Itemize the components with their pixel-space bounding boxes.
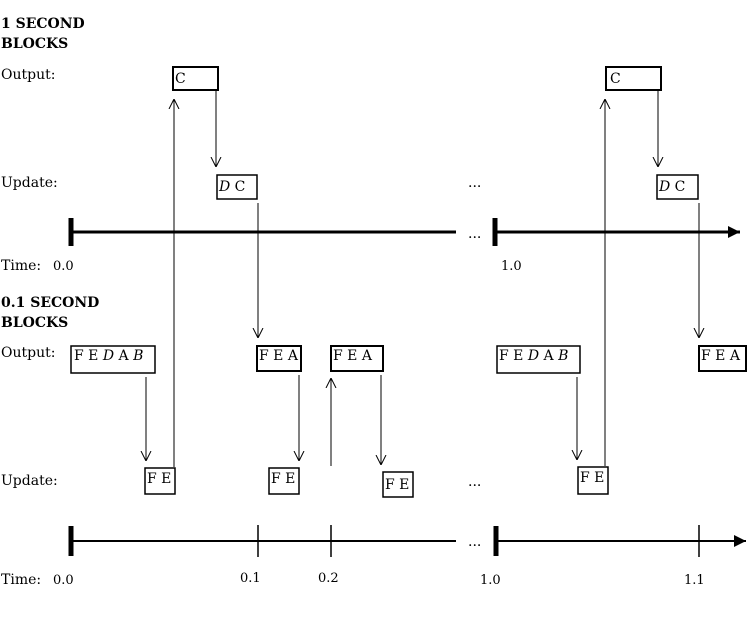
box-text: D C — [218, 179, 245, 195]
section1-output-label: Output: — [1, 67, 55, 83]
box-text: F E A — [701, 348, 741, 364]
section2-output-box: F E A — [256, 345, 302, 372]
box-text: F E A — [259, 348, 299, 364]
section2-timeline-ellipsis: ... — [468, 534, 481, 550]
section1-output-box: C — [172, 66, 219, 91]
section2-tick-label: 1.0 — [480, 573, 501, 588]
box-text: F E — [271, 471, 295, 487]
box-text: C — [610, 71, 621, 87]
box-text: F E D A B — [74, 348, 143, 364]
section1-output-box: C — [605, 66, 662, 91]
section1-update-ellipsis: ... — [468, 175, 481, 191]
section1-timeline-ellipsis: ... — [468, 226, 481, 242]
section2-output-box: F E A — [330, 345, 384, 372]
section2-update-box: F E — [382, 471, 414, 498]
section2-tick-label: 0.1 — [240, 571, 261, 586]
section2-update-box: F E — [144, 467, 176, 495]
section2-tick-label: 1.1 — [684, 573, 705, 588]
section2-update-ellipsis: ... — [468, 474, 481, 490]
box-text: F E D A B — [499, 348, 568, 364]
section1-tick-label: 0.0 — [53, 259, 74, 274]
section2-heading-line2: BLOCKS — [1, 315, 68, 331]
box-text: F E — [147, 471, 171, 487]
section2-update-box: F E — [268, 467, 300, 495]
section1-heading-line2: BLOCKS — [1, 36, 68, 52]
section1-heading-line1: 1 SECOND — [1, 16, 85, 32]
section2-heading-line1: 0.1 SECOND — [1, 295, 99, 311]
section2-update-box: F E — [577, 466, 609, 495]
section2-output-box: F E D A B — [70, 345, 156, 374]
section1-tick-label: 1.0 — [501, 259, 522, 274]
section2-tick-label: 0.2 — [318, 571, 339, 586]
section1-update-label: Update: — [1, 175, 58, 191]
box-text: F E — [385, 477, 409, 493]
section2-update-label: Update: — [1, 473, 58, 489]
section1-time-label: Time: — [1, 258, 41, 274]
section2-time-label: Time: — [1, 572, 41, 588]
box-text: D C — [658, 179, 685, 195]
section1-update-box: D C — [656, 174, 699, 200]
section1-update-box: D C — [216, 174, 258, 200]
section2-output-box: F E D A B — [496, 345, 581, 374]
section2-output-label: Output: — [1, 345, 55, 361]
section2-output-box: F E A — [698, 345, 747, 372]
box-text: C — [175, 71, 186, 87]
section2-tick-label: 0.0 — [53, 573, 74, 588]
box-text: F E A — [333, 348, 373, 364]
box-text: F E — [580, 470, 604, 486]
